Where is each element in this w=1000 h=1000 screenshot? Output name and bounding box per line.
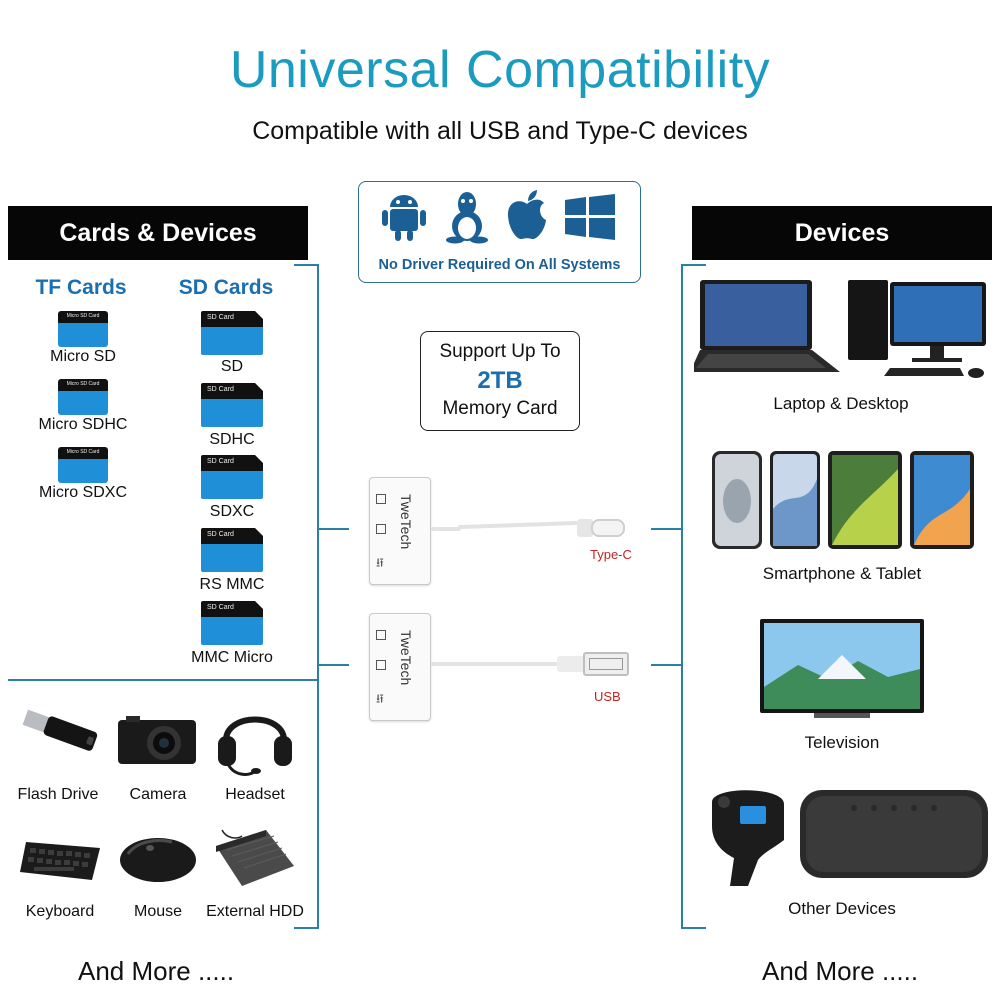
keyboard-icon (20, 842, 100, 880)
type-c-label: Type-C (590, 547, 632, 562)
micro-sd-card-image: Micro SD Card (58, 311, 108, 347)
sd-item-label: RS MMC (199, 576, 265, 593)
connector-line (651, 664, 683, 666)
adapter-brand: TweTech (398, 630, 414, 686)
usb-plug (583, 652, 629, 676)
tf-cards-heading: TF Cards (35, 276, 127, 299)
tf-slot-icon (376, 494, 386, 504)
divider-line (8, 679, 319, 681)
smartphone-tablet-icon (712, 451, 974, 549)
laptop-desktop-icon (694, 280, 986, 378)
linux-icon (446, 192, 488, 244)
sd-card-image: SD Card (201, 311, 263, 355)
device-label: External HDD (206, 903, 304, 920)
usb-port-icon: ⭿ (376, 556, 384, 570)
device-label: Television (804, 733, 880, 752)
os-compatibility-box: No Driver Required On All Systems (358, 181, 641, 283)
connector-line (317, 528, 349, 530)
plug-housing (577, 519, 593, 537)
windows-icon (565, 194, 615, 240)
tf-slot-icon (376, 630, 386, 640)
tf-item-label: Micro SD (50, 348, 116, 365)
type-c-plug (591, 519, 625, 537)
bracket-line (317, 264, 319, 929)
device-label: Keyboard (25, 903, 95, 920)
cable (431, 527, 461, 531)
bracket-line (294, 264, 319, 266)
device-label: Mouse (133, 903, 183, 920)
connector-line (651, 528, 683, 530)
cable (457, 520, 579, 530)
usb-port-icon: ⭿ (376, 692, 384, 706)
device-label: Camera (129, 786, 187, 803)
cards-devices-heading: Cards & Devices (8, 206, 308, 260)
bracket-line (294, 927, 319, 929)
device-label: Smartphone & Tablet (762, 564, 922, 583)
sdhc-card-image: SD Card (201, 383, 263, 427)
mmc-micro-card-image: SD Card (201, 601, 263, 645)
adapter-brand: TweTech (398, 494, 414, 550)
apple-icon (507, 190, 546, 240)
adapter-usb-body: ⭿ TweTech (369, 613, 431, 721)
os-caption: No Driver Required On All Systems (378, 257, 621, 273)
sd-item-label: MMC Micro (191, 649, 273, 666)
flash-drive-icon (22, 709, 98, 751)
device-label: Laptop & Desktop (773, 394, 909, 413)
capacity-box: Support Up To 2TB Memory Card (420, 331, 580, 431)
page-subtitle: Compatible with all USB and Type-C devic… (252, 117, 748, 145)
micro-sdhc-card-image: Micro SD Card (58, 379, 108, 415)
tf-item-label: Micro SDXC (38, 484, 127, 501)
sd-item-label: SDHC (209, 431, 255, 448)
television-icon (760, 619, 924, 718)
bracket-line (681, 927, 706, 929)
cable (431, 662, 559, 666)
mouse-icon (120, 838, 196, 882)
usb-label: USB (594, 689, 621, 704)
device-label: Flash Drive (17, 786, 99, 803)
device-label: Other Devices (788, 899, 896, 918)
sd-item-label: SD (220, 358, 244, 375)
camera-icon (118, 716, 196, 764)
external-hdd-icon (216, 829, 294, 886)
sdxc-card-image: SD Card (201, 455, 263, 499)
android-icon (382, 195, 426, 241)
rs-mmc-card-image: SD Card (201, 528, 263, 572)
adapter-type-c-body: ⭿ TweTech (369, 477, 431, 585)
device-label: Headset (225, 786, 285, 803)
other-devices-icon (712, 790, 988, 886)
devices-heading: Devices (692, 206, 992, 260)
sd-slot-icon (376, 524, 386, 534)
and-more-right: And More ..... (762, 956, 919, 986)
capacity-value: 2TB (477, 367, 523, 394)
micro-sdxc-card-image: Micro SD Card (58, 447, 108, 483)
sd-cards-heading: SD Cards (178, 276, 274, 299)
connector-line (317, 664, 349, 666)
and-more-left: And More ..... (78, 956, 235, 986)
headset-icon (218, 716, 292, 776)
capacity-line1: Support Up To (439, 341, 561, 362)
tf-item-label: Micro SDHC (38, 416, 128, 433)
plug-housing (557, 656, 585, 672)
bracket-line (681, 264, 683, 929)
page-title: Universal Compatibility (229, 41, 771, 99)
capacity-line3: Memory Card (442, 398, 558, 419)
sd-slot-icon (376, 660, 386, 670)
bracket-line (681, 264, 706, 266)
sd-item-label: SDXC (209, 503, 255, 520)
